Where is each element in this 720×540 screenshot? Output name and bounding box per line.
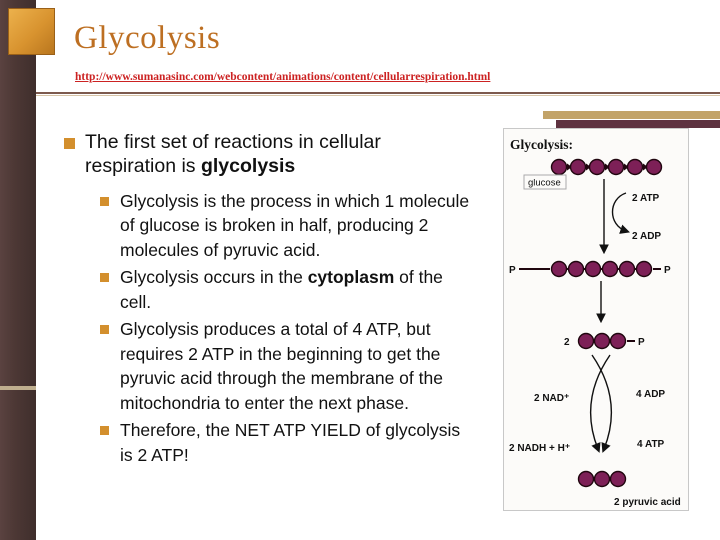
- atp-adp-cycle-arrow: [611, 192, 630, 234]
- glucose-molecule: [550, 158, 663, 176]
- product-label: 2 pyruvic acid: [614, 497, 681, 508]
- sub-bullet-text: Glycolysis produces a total of 4 ATP, bu…: [120, 319, 443, 413]
- square-bullet-icon: [100, 426, 109, 436]
- list-item: Glycolysis produces a total of 4 ATP, bu…: [100, 317, 509, 415]
- top-right-maroon-bar: [556, 120, 720, 128]
- split-count-label: 2: [564, 337, 570, 348]
- glycolysis-diagram: Glycolysis: glucose 2 ATP: [503, 128, 689, 511]
- adp-atp-arrow: [590, 354, 611, 453]
- corner-accent-square: [8, 8, 55, 55]
- bullet-list: The first set of reactions in cellular r…: [64, 130, 509, 470]
- reference-link[interactable]: http://www.sumanasinc.com/webcontent/ani…: [75, 71, 491, 83]
- sub-bullet-text: Therefore, the NET ATP YIELD of glycolys…: [120, 420, 461, 465]
- nadh-label: 2 NADH + H⁺: [509, 443, 570, 454]
- diagram-title: Glycolysis:: [510, 137, 573, 152]
- nad-nadh-arrow: [591, 354, 612, 453]
- adp4-label: 4 ADP: [636, 389, 665, 400]
- glucose-label: glucose: [528, 178, 561, 189]
- square-bullet-icon: [100, 325, 109, 335]
- main-bullet-text: The first set of reactions in cellular r…: [85, 131, 381, 178]
- horizontal-divider: [36, 92, 720, 94]
- top-right-tan-bar: [543, 111, 720, 119]
- left-bar-divider: [0, 386, 36, 390]
- square-bullet-icon: [100, 196, 109, 206]
- phosphate-right-label: P: [664, 265, 671, 276]
- sub-bullet-text: Glycolysis is the process in which 1 mol…: [120, 190, 470, 260]
- sub-bullet-text: Glycolysis occurs in the cytoplasm of th…: [120, 267, 443, 312]
- horizontal-divider-light: [36, 95, 720, 96]
- list-item: Glycolysis occurs in the cytoplasm of th…: [100, 265, 509, 314]
- split-molecule: 2 P: [564, 332, 645, 350]
- split-phosphate-label: P: [638, 337, 645, 348]
- left-accent-bar: [0, 0, 36, 540]
- adp-out-label: 2 ADP: [632, 231, 661, 242]
- glucose-label-box: [523, 174, 567, 190]
- list-item: Therefore, the NET ATP YIELD of glycolys…: [100, 418, 509, 467]
- list-item: Glycolysis is the process in which 1 mol…: [100, 189, 509, 263]
- square-bullet-icon: [100, 273, 109, 283]
- phosphate-left-label: P: [509, 265, 516, 276]
- sub-bullet-list: Glycolysis is the process in which 1 mol…: [100, 189, 509, 468]
- pyruvate-molecule: [577, 470, 627, 488]
- nad-label: 2 NAD⁺: [534, 393, 569, 404]
- phosphorylated-molecule: P P: [509, 260, 671, 278]
- atp-in-label: 2 ATP: [632, 193, 660, 204]
- main-bullet: The first set of reactions in cellular r…: [64, 130, 509, 179]
- square-bullet-icon: [64, 138, 75, 149]
- slide-title: Glycolysis: [74, 20, 221, 56]
- atp4-label: 4 ATP: [637, 439, 665, 450]
